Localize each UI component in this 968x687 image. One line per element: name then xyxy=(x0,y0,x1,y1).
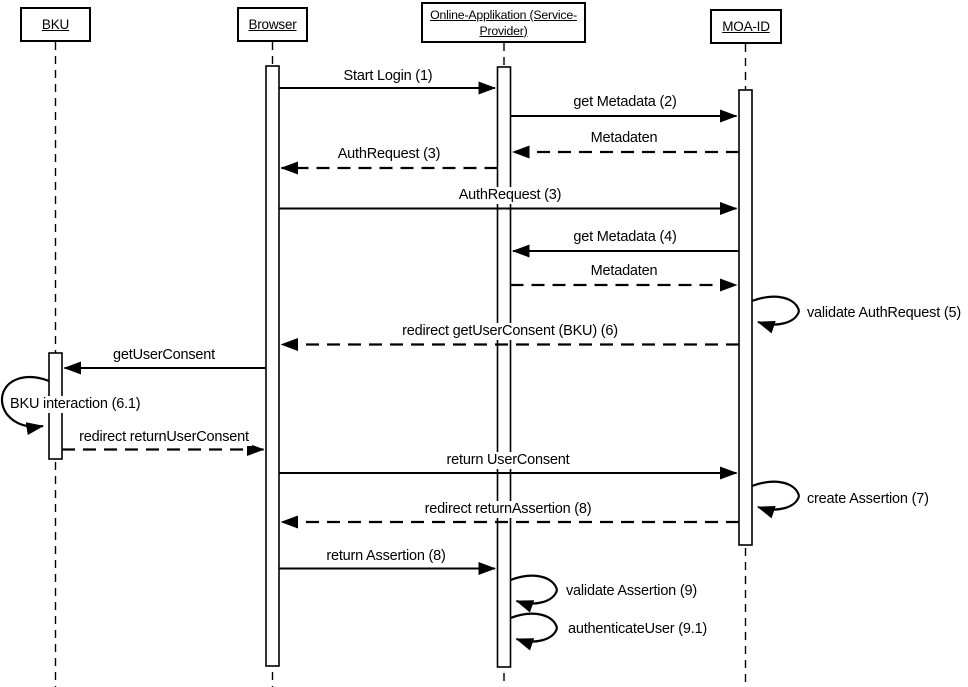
self-loop-authenticateuser-top xyxy=(510,612,559,629)
participant-label: Browser xyxy=(248,17,297,32)
message-label-start-login: Start Login (1) xyxy=(340,68,436,85)
participant-label: MOA-ID xyxy=(722,19,770,34)
message-label-redirect-returnassertion: redirect returnAssertion (8) xyxy=(421,501,595,518)
activation-bar-online-applikation xyxy=(496,66,512,668)
self-loop-validate-authrequest-bottom xyxy=(757,310,801,334)
self-loop-validate-assertion-top xyxy=(510,574,559,591)
self-loops xyxy=(0,295,801,651)
message-label-authrequest-dashed: AuthRequest (3) xyxy=(334,146,444,163)
message-arrows xyxy=(62,81,739,575)
message-label-return-assertion: return Assertion (8) xyxy=(323,548,449,565)
message-label-authrequest-solid: AuthRequest (3) xyxy=(455,187,565,204)
message-label-redirect-returnuserconsent: redirect returnUserConsent xyxy=(76,429,252,446)
activation-bars xyxy=(48,65,753,668)
participant-label: BKU xyxy=(41,17,70,32)
message-label-getuserconsent: getUserConsent xyxy=(110,347,218,364)
self-loop-create-assertion-top xyxy=(751,480,801,497)
participant-box-bku: BKU xyxy=(20,7,91,42)
message-label-validate-authrequest: validate AuthRequest (5) xyxy=(804,305,964,322)
message-label-validate-assertion: validate Assertion (9) xyxy=(563,583,700,600)
message-label-metadaten-1: Metadaten xyxy=(587,130,661,147)
self-loop-validate-authrequest-top xyxy=(751,295,801,312)
activation-bar-browser xyxy=(265,65,280,667)
message-label-bku-interaction: BKU interaction (6.1) xyxy=(7,396,144,413)
message-label-metadaten-2: Metadaten xyxy=(587,263,661,280)
self-loop-validate-assertion-bottom xyxy=(515,589,559,613)
self-loop-create-assertion-bottom xyxy=(757,495,801,519)
self-loop-authenticateuser-bottom xyxy=(515,627,559,651)
message-label-get-metadata-2: get Metadata (2) xyxy=(570,94,680,111)
message-label-create-assertion: create Assertion (7) xyxy=(804,491,932,508)
message-label-return-userconsent: return UserConsent xyxy=(443,452,573,469)
message-label-get-metadata-4: get Metadata (4) xyxy=(570,229,680,246)
activation-bar-moa-id xyxy=(738,89,753,546)
participant-box-online-applikation: Online-Applikation (Service- Provider) xyxy=(421,2,586,43)
message-label-redirect-getuserconsent: redirect getUserConsent (BKU) (6) xyxy=(399,323,621,340)
message-label-authenticateuser: authenticateUser (9.1) xyxy=(565,621,711,638)
participant-box-browser: Browser xyxy=(237,7,308,42)
participant-label: Online-Applikation (Service- xyxy=(430,7,577,22)
participant-box-moa-id: MOA-ID xyxy=(710,9,782,44)
self-loop-bku-interaction-bottom xyxy=(0,397,44,436)
self-loop-bku-interaction-top xyxy=(0,376,50,399)
participant-label: Provider) xyxy=(479,23,528,38)
